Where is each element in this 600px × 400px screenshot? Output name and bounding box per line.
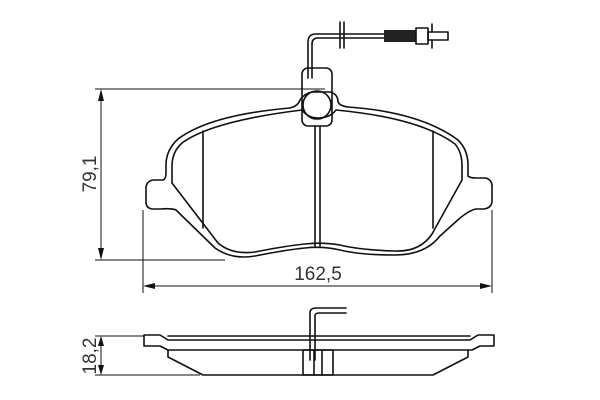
height-dimension: 79,1 (80, 88, 325, 261)
sensor-connector-tip (427, 31, 449, 41)
sensor-connector-body (384, 30, 416, 42)
sensor-clip-housing (301, 67, 333, 127)
front-view (145, 21, 493, 258)
width-label: 162,5 (294, 264, 342, 285)
friction-pad-outline (171, 109, 463, 254)
sensor-clip-circle (302, 90, 332, 120)
width-dimension: 162,5 (142, 210, 493, 293)
side-backing-plate (143, 334, 495, 351)
backing-plate-outline (145, 91, 493, 258)
side-friction-material (167, 349, 469, 376)
sensor-wire (307, 33, 386, 79)
thickness-label: 18,2 (80, 338, 101, 375)
side-sensor-clip (302, 349, 334, 376)
thickness-dimension: 18,2 (80, 335, 200, 376)
side-view (143, 307, 495, 376)
side-sensor-wire (309, 307, 347, 361)
height-label: 79,1 (80, 156, 101, 193)
